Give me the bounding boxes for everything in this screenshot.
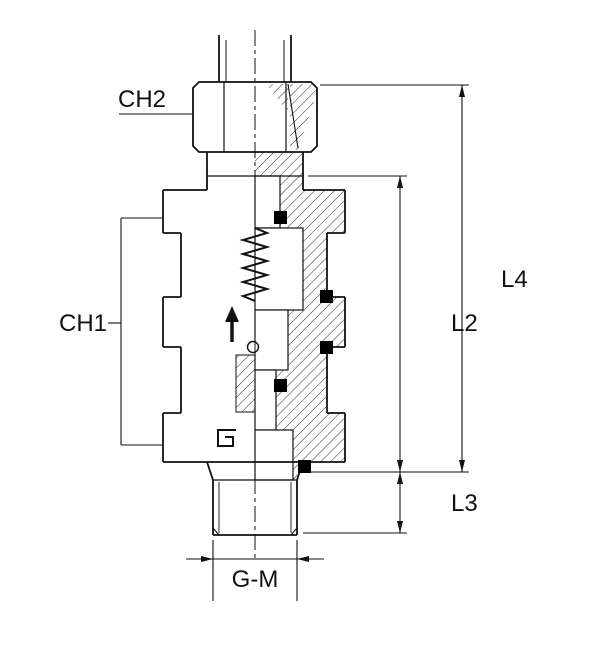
seal-ring xyxy=(320,341,333,354)
leader-ch1 xyxy=(108,217,163,446)
label-l2: L2 xyxy=(451,310,478,337)
dimension-l2 xyxy=(308,175,407,472)
label-gm: G-M xyxy=(232,566,279,593)
seal-ring xyxy=(274,379,287,392)
retaining-clip xyxy=(217,429,236,447)
label-ch1: CH1 xyxy=(59,310,107,337)
label-ch2: CH2 xyxy=(118,86,166,113)
dimension-gm xyxy=(186,540,324,601)
top-tube xyxy=(218,35,292,82)
dimension-l4 xyxy=(310,84,469,473)
cap-nut xyxy=(192,81,318,153)
seal-ring xyxy=(298,460,311,473)
label-l3: L3 xyxy=(451,490,478,517)
check-ball xyxy=(246,340,260,354)
seal-ring xyxy=(274,211,287,224)
seal-ring xyxy=(320,290,333,303)
flow-arrow-icon xyxy=(225,306,239,342)
dimension-l3 xyxy=(303,472,407,534)
hex-body xyxy=(162,189,346,481)
seal-rings xyxy=(274,211,333,473)
internal-bore xyxy=(254,175,304,481)
label-l4: L4 xyxy=(501,266,528,293)
